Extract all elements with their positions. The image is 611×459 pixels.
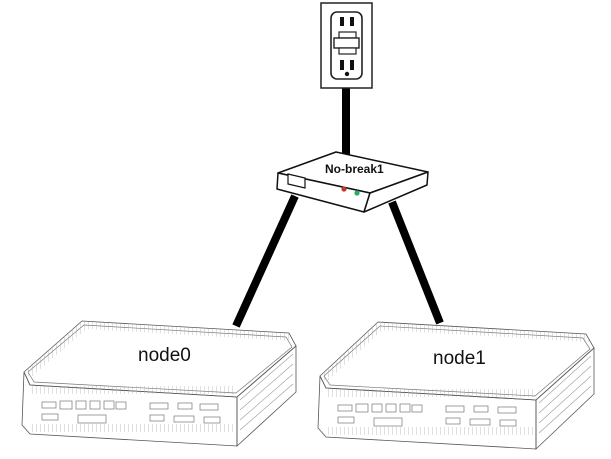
power-cables: [232, 88, 444, 328]
cable-ups-to-node0: [232, 194, 299, 328]
ups-led-red: [341, 186, 347, 192]
ups-device-icon: [276, 151, 429, 213]
mini-pc-icon: [317, 321, 595, 450]
cable-ups-to-node1: [388, 200, 444, 325]
node0-device: node0: [21, 320, 297, 447]
ups-label: No-break1: [325, 162, 384, 176]
ups-led-green: [354, 190, 360, 196]
node1-label: node1: [433, 348, 486, 369]
ups-device: No-break1: [276, 151, 429, 213]
wall-outlet-icon: [320, 2, 373, 89]
node1-device: node1: [317, 321, 595, 450]
node0-label: node0: [138, 345, 191, 366]
mini-pc-icon: [21, 320, 297, 447]
